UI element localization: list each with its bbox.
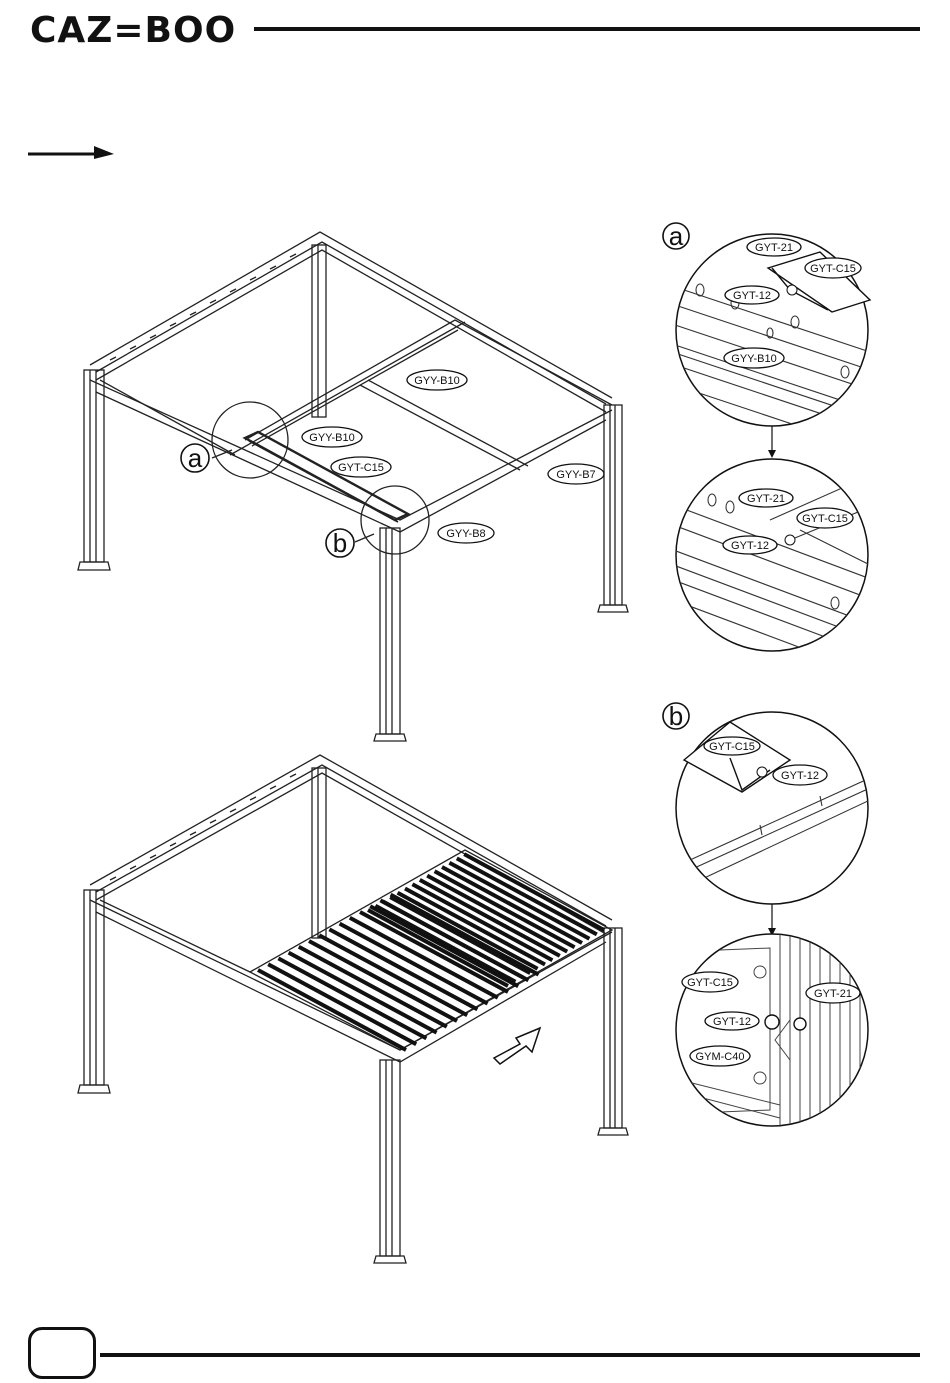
part-label: GYT-C15	[338, 462, 384, 474]
push-arrow-icon	[494, 1028, 540, 1064]
part-label: GYT-12	[713, 1016, 751, 1028]
louvers-installed	[258, 854, 604, 1050]
part-label: GYT-C15	[810, 263, 856, 275]
part-label: GYT-12	[733, 290, 771, 302]
part-label: GYT-21	[755, 242, 793, 254]
detail-b-lower-circle	[676, 934, 868, 1126]
part-label: GYT-21	[814, 988, 852, 1000]
part-label: GYM-C40	[696, 1051, 745, 1063]
footer-rule	[100, 1353, 920, 1357]
part-label: GYT-C15	[802, 513, 848, 525]
page-number-box	[28, 1327, 96, 1379]
detail-a-lower-circle	[676, 459, 868, 651]
detail-callout-a: a	[669, 221, 684, 251]
part-tags-top	[302, 370, 604, 543]
part-label: GYT-21	[747, 493, 785, 505]
part-label: GYY-B10	[414, 375, 459, 387]
callout-a-top: a	[188, 443, 203, 473]
part-label: GYY-B7	[556, 469, 595, 481]
pergola-top	[78, 232, 628, 741]
callout-b-top: b	[333, 528, 347, 558]
part-label: GYY-B10	[731, 353, 776, 365]
part-label: GYT-C15	[709, 741, 755, 753]
part-label: GYT-C15	[687, 977, 733, 989]
detail-b-upper-circle	[676, 712, 868, 904]
detail-callout-b: b	[669, 701, 683, 731]
part-label: GYY-B8	[446, 528, 485, 540]
part-label: GYT-12	[731, 540, 769, 552]
part-label: GYT-12	[781, 770, 819, 782]
part-label: GYY-B10	[309, 432, 354, 444]
